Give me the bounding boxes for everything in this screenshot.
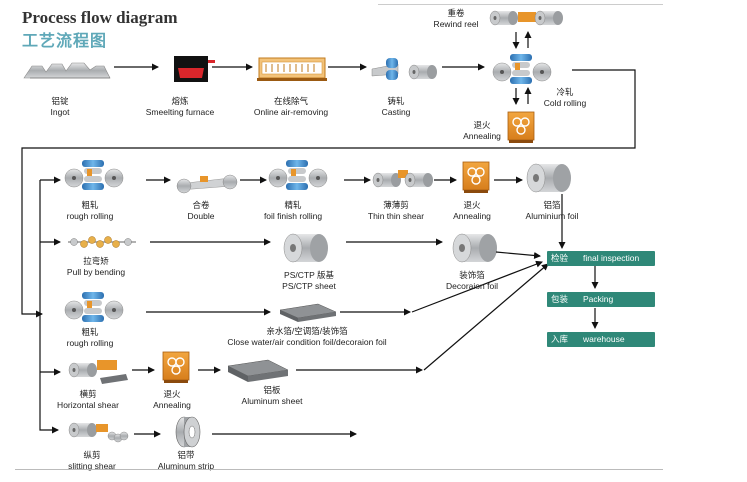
final-inspection-en: final inspection bbox=[583, 253, 640, 263]
aluminum-sheet-icon bbox=[227, 359, 289, 382]
warehouse-box: 入库 warehouse bbox=[547, 332, 655, 347]
packing-en: Packing bbox=[583, 294, 614, 304]
annealing-furnace-icon bbox=[507, 111, 535, 144]
rough-rolling-1-icon bbox=[64, 159, 124, 191]
smelting-furnace-icon bbox=[174, 56, 215, 82]
flow-arrows bbox=[21, 31, 636, 438]
title-chinese: 工艺流程图 bbox=[22, 31, 108, 50]
aluminum-strip-icon bbox=[175, 416, 201, 448]
ingot-icon bbox=[23, 62, 111, 79]
packing-zh: 包装 bbox=[551, 294, 569, 304]
slitting-shear-icon bbox=[68, 422, 129, 443]
top-frame-line bbox=[378, 0, 663, 5]
foil-finish-rolling-icon bbox=[268, 159, 328, 191]
final-inspection-zh: 检验 bbox=[551, 253, 569, 263]
bottom-frame-line bbox=[15, 469, 663, 470]
rewind-reel-icon bbox=[489, 10, 564, 26]
warehouse-en: warehouse bbox=[583, 334, 625, 344]
annealing-3-icon bbox=[162, 351, 190, 384]
warehouse-zh: 入库 bbox=[551, 334, 569, 344]
decoration-foil-icon bbox=[452, 233, 498, 263]
annealing-2-icon bbox=[462, 161, 490, 194]
ps-ctp-sheet-icon bbox=[283, 233, 329, 263]
aluminium-foil-icon bbox=[526, 163, 572, 193]
rough-rolling-2-icon bbox=[64, 291, 124, 323]
packing-box: 包装 Packing bbox=[547, 292, 655, 307]
final-inspection-box: 检验 final inspection bbox=[547, 251, 655, 266]
casting-icon bbox=[371, 58, 438, 80]
cold-rolling-icon bbox=[492, 53, 552, 85]
title-english: Process flow diagram bbox=[22, 8, 178, 27]
close-water-foil-icon bbox=[279, 303, 337, 322]
horizontal-shear-icon bbox=[68, 360, 128, 384]
thin-shear-icon bbox=[372, 170, 434, 188]
air-removing-icon bbox=[257, 57, 327, 81]
double-icon bbox=[176, 174, 238, 194]
pull-bending-icon bbox=[68, 236, 136, 248]
